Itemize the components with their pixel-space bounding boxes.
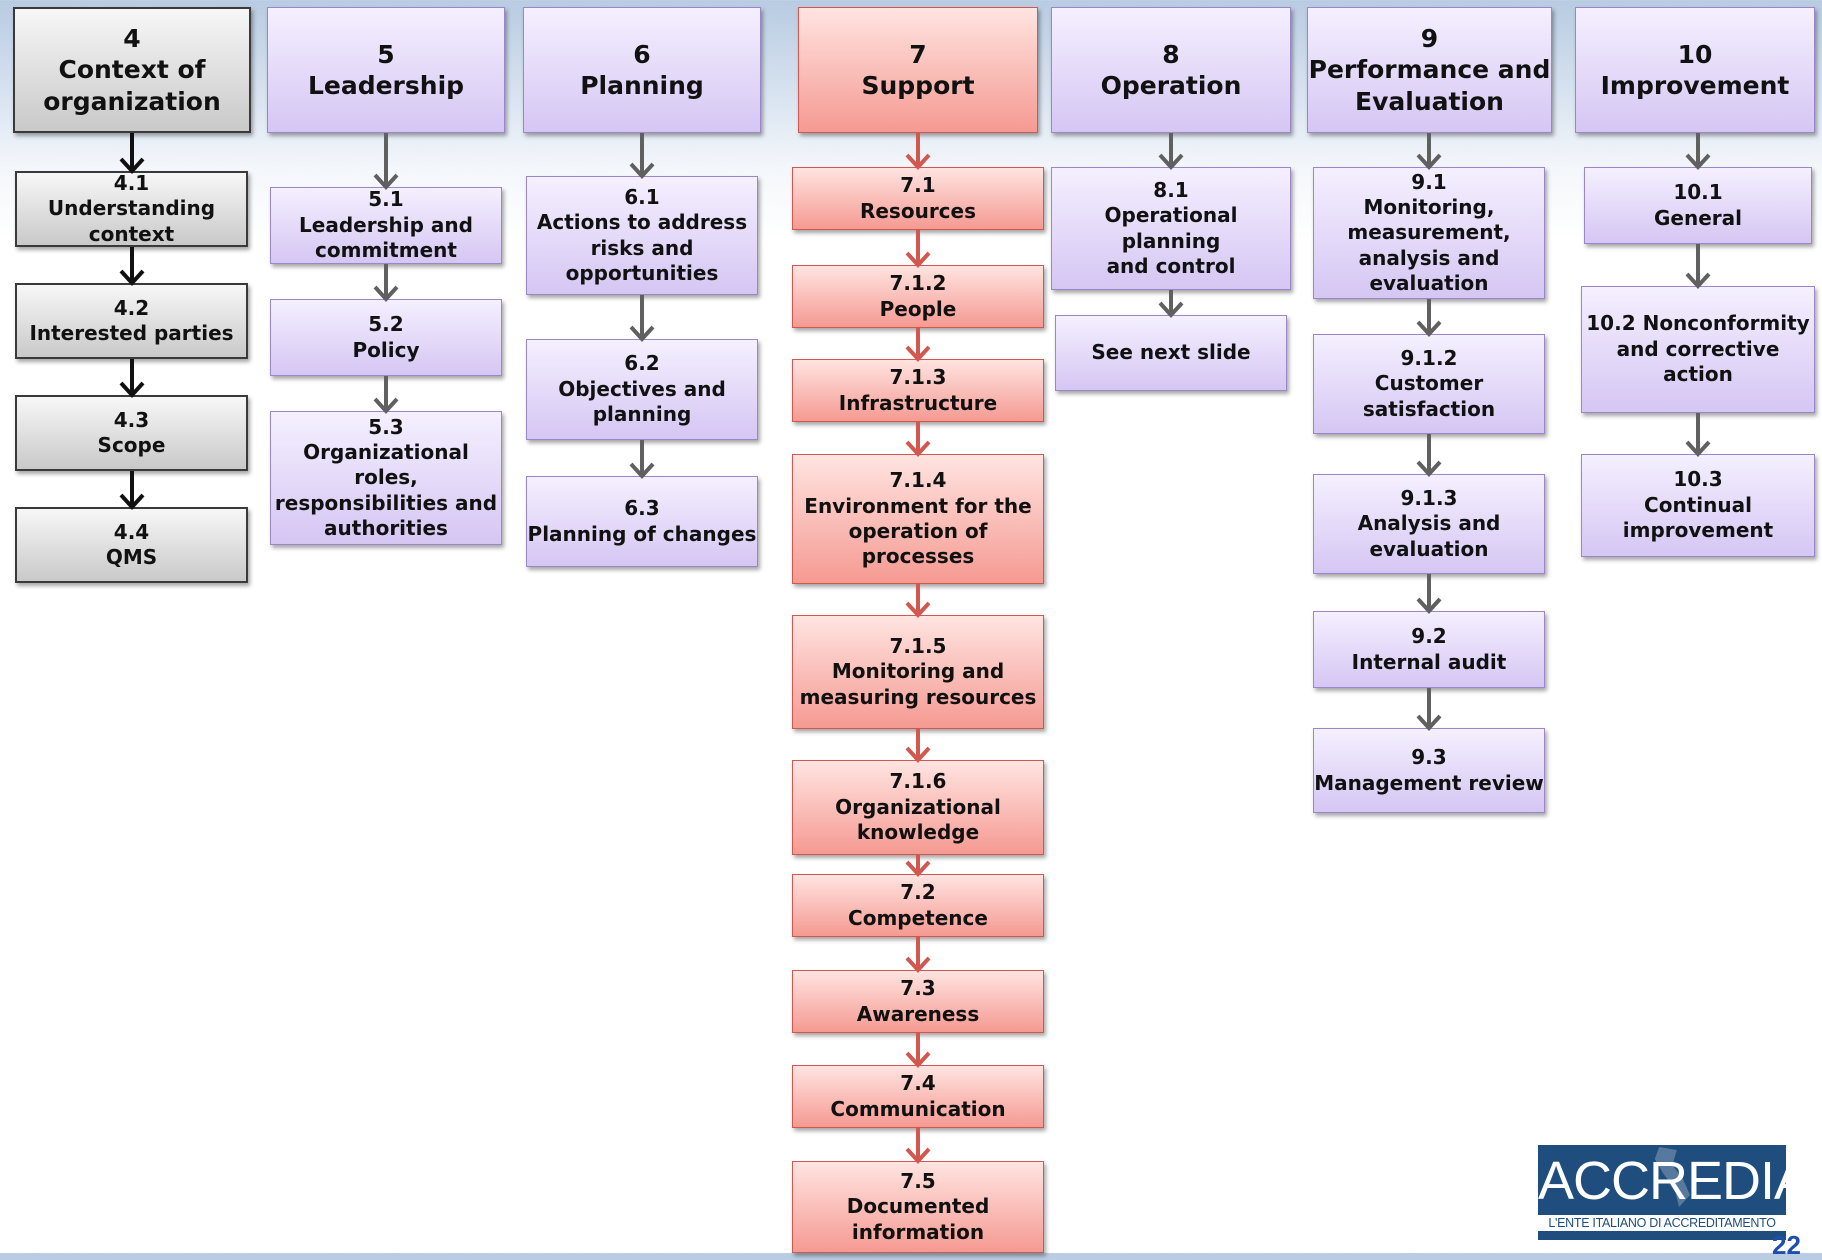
arrow-down-icon [119,247,145,286]
clause-leadership-box: 5.2 Policy [270,299,502,376]
arrow-down-icon [1685,133,1711,170]
arrow-down-icon [905,855,931,877]
clause-planning-header: 6 Planning [523,7,761,133]
arrow-down-icon [373,376,399,414]
arrow-down-icon [1416,574,1442,614]
arrow-down-icon [905,1128,931,1164]
arrow-down-icon [905,729,931,763]
clause-leadership-header: 5 Leadership [267,7,505,133]
clause-support-box: 7.3 Awareness [792,970,1044,1033]
logo-name: ACCREDIA [1538,1151,1810,1211]
arrow-down-icon [373,133,399,190]
clause-performance-box: 9.1.3 Analysis and evaluation [1313,474,1545,574]
arrow-down-icon [1685,413,1711,457]
clause-operation-box: 8.1 Operational planning and control [1051,167,1291,290]
arrow-down-icon [1416,688,1442,731]
clause-support-box: 7.1.5 Monitoring and measuring resources [792,615,1044,729]
arrow-down-icon [629,440,655,479]
clause-performance-box: 9.2 Internal audit [1313,611,1545,688]
clause-support-box: 7.1.4 Environment for the operation of p… [792,454,1044,584]
clause-context-header: 4 Context of organization [13,7,251,133]
arrow-down-icon [629,295,655,342]
clause-support-box: 7.1.2 People [792,265,1044,328]
clause-leadership-box: 5.1 Leadership and commitment [270,187,502,264]
arrow-down-icon [905,584,931,618]
arrow-down-icon [905,1033,931,1068]
arrow-down-icon [905,328,931,362]
arrow-down-icon [1158,133,1184,170]
clause-context-box: 4.3 Scope [15,395,248,471]
accredia-logo: ACCREDIA L'ENTE ITALIANO DI ACCREDITAMEN… [1538,1145,1810,1240]
clause-support-header: 7 Support [798,7,1038,133]
clause-performance-header: 9 Performance and Evaluation [1307,7,1552,133]
clause-improvement-header: 10 Improvement [1575,7,1815,133]
arrow-down-icon [905,937,931,973]
clause-support-box: 7.5 Documented information [792,1161,1044,1253]
clause-context-box: 4.4 QMS [15,507,248,583]
clause-context-box: 4.1 Understanding context [15,171,248,247]
arrow-down-icon [905,230,931,268]
clause-planning-box: 6.2 Objectives and planning [526,339,758,440]
arrow-down-icon [905,422,931,457]
arrow-down-icon [629,133,655,179]
clause-support-box: 7.1.3 Infrastructure [792,359,1044,422]
clause-improvement-box: 10.3 Continual improvement [1581,454,1815,557]
arrow-down-icon [1158,290,1184,318]
arrow-down-icon [1685,244,1711,289]
arrow-down-icon [373,264,399,302]
arrow-down-icon [119,359,145,398]
logo-tagline: L'ENTE ITALIANO DI ACCREDITAMENTO [1538,1215,1786,1231]
clause-improvement-box: 10.2 Nonconformity and corrective action [1581,286,1815,413]
clause-performance-box: 9.1 Monitoring, measurement, analysis an… [1313,167,1545,299]
clause-support-box: 7.1 Resources [792,167,1044,230]
clause-planning-box: 6.3 Planning of changes [526,476,758,567]
clause-performance-box: 9.1.2 Customer satisfaction [1313,334,1545,434]
clause-operation-box: See next slide [1055,315,1287,391]
arrow-down-icon [1416,299,1442,337]
clause-leadership-box: 5.3 Organizational roles, responsibiliti… [270,411,502,545]
clause-support-box: 7.1.6 Organizational knowledge [792,760,1044,855]
arrow-down-icon [119,471,145,510]
arrow-down-icon [1416,133,1442,170]
clause-improvement-box: 10.1 General [1584,167,1812,244]
clause-context-box: 4.2 Interested parties [15,283,248,359]
clause-operation-header: 8 Operation [1051,7,1291,133]
clause-performance-box: 9.3 Management review [1313,728,1545,813]
arrow-down-icon [119,133,145,174]
page-number: 22 [1772,1230,1801,1260]
clause-support-box: 7.4 Communication [792,1065,1044,1128]
arrow-down-icon [1416,434,1442,477]
arrow-down-icon [905,133,931,170]
clause-support-box: 7.2 Competence [792,874,1044,937]
logo-bar [1538,1235,1786,1240]
clause-planning-box: 6.1 Actions to address risks and opportu… [526,176,758,295]
